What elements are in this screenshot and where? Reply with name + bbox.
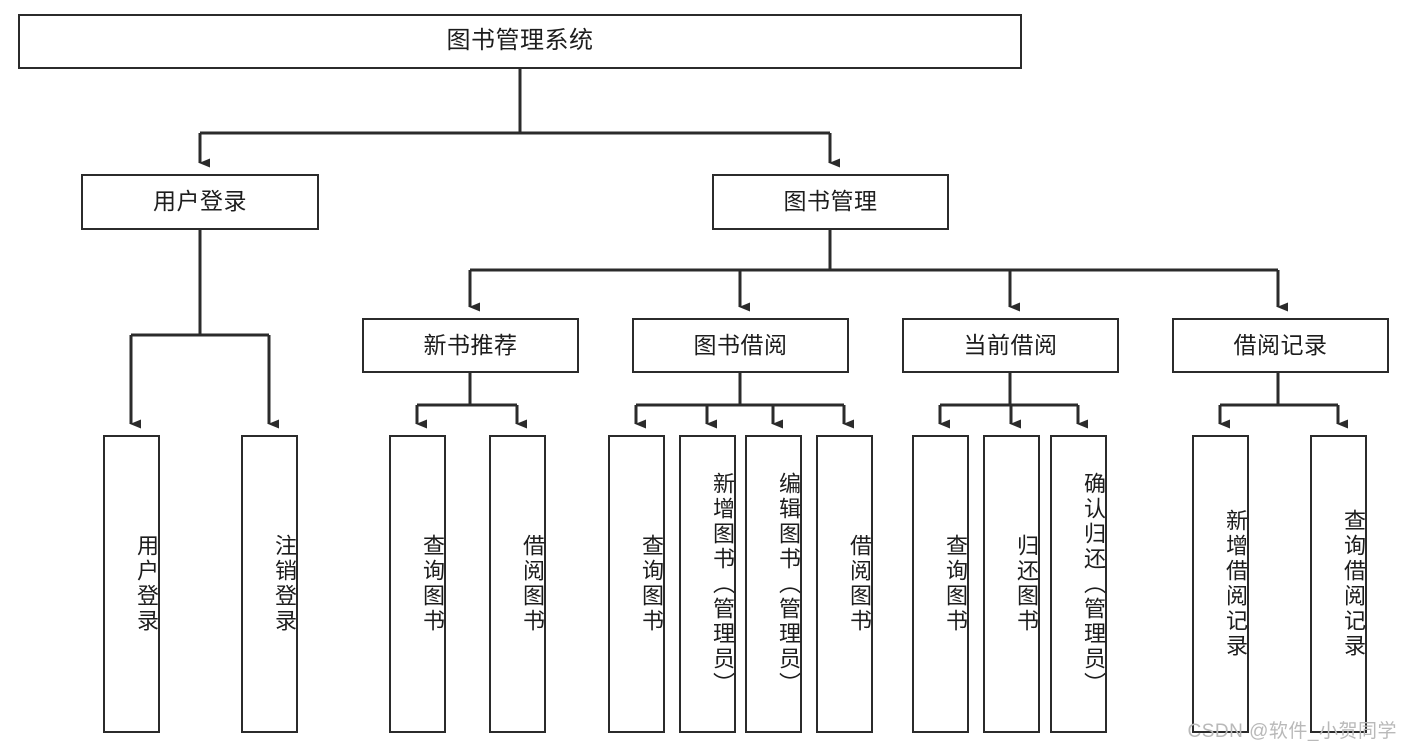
node-label: 借阅图书 [847, 534, 872, 634]
node-user-login[interactable]: 用户登录 [81, 174, 319, 230]
node-leaf-query-book-1[interactable]: 查询图书 [389, 435, 446, 733]
node-leaf-query-book-2[interactable]: 查询图书 [608, 435, 665, 733]
node-label: 查询图书 [639, 534, 664, 634]
node-book-borrow[interactable]: 图书借阅 [632, 318, 849, 373]
node-borrow-record[interactable]: 借阅记录 [1172, 318, 1389, 373]
node-label: 新增借阅记录 [1223, 509, 1248, 659]
node-label: 图书管理系统 [446, 27, 594, 55]
node-label: 用户登录 [153, 188, 247, 215]
node-label: 查询借阅记录 [1341, 509, 1366, 659]
node-label: 编辑图书（管理员） [776, 471, 801, 697]
csdn-watermark: CSDN @软件_小贺同学 [1187, 721, 1397, 742]
node-leaf-confirm-return[interactable]: 确认归还（管理员） [1050, 435, 1107, 733]
node-book-manage[interactable]: 图书管理 [712, 174, 949, 230]
node-label: 图书借阅 [693, 331, 788, 358]
node-new-book-rec[interactable]: 新书推荐 [362, 318, 579, 373]
node-label: 借阅图书 [520, 534, 545, 634]
node-label: 图书管理 [783, 188, 878, 215]
node-leaf-query-book-3[interactable]: 查询图书 [912, 435, 969, 733]
node-label: 当前借阅 [963, 331, 1058, 358]
node-leaf-add-record[interactable]: 新增借阅记录 [1192, 435, 1249, 733]
node-label: 注销登录 [272, 534, 297, 634]
node-label: 确认归还（管理员） [1081, 471, 1106, 697]
node-leaf-return-book[interactable]: 归还图书 [983, 435, 1040, 733]
node-label: 用户登录 [134, 534, 159, 634]
node-leaf-user-login[interactable]: 用户登录 [103, 435, 160, 733]
node-label: 查询图书 [943, 534, 968, 634]
node-leaf-user-logout[interactable]: 注销登录 [241, 435, 298, 733]
node-label: 新增图书（管理员） [710, 471, 735, 697]
node-label: 查询图书 [420, 534, 445, 634]
node-current-borrow[interactable]: 当前借阅 [902, 318, 1119, 373]
node-leaf-query-record[interactable]: 查询借阅记录 [1310, 435, 1367, 733]
node-label: 借阅记录 [1233, 331, 1328, 358]
node-leaf-edit-book[interactable]: 编辑图书（管理员） [745, 435, 802, 733]
node-label: 新书推荐 [423, 331, 518, 358]
node-root-图书管理系统[interactable]: 图书管理系统 [18, 14, 1022, 69]
node-leaf-add-book[interactable]: 新增图书（管理员） [679, 435, 736, 733]
node-leaf-borrow-book-2[interactable]: 借阅图书 [816, 435, 873, 733]
node-leaf-borrow-book-1[interactable]: 借阅图书 [489, 435, 546, 733]
node-label: 归还图书 [1014, 534, 1039, 634]
